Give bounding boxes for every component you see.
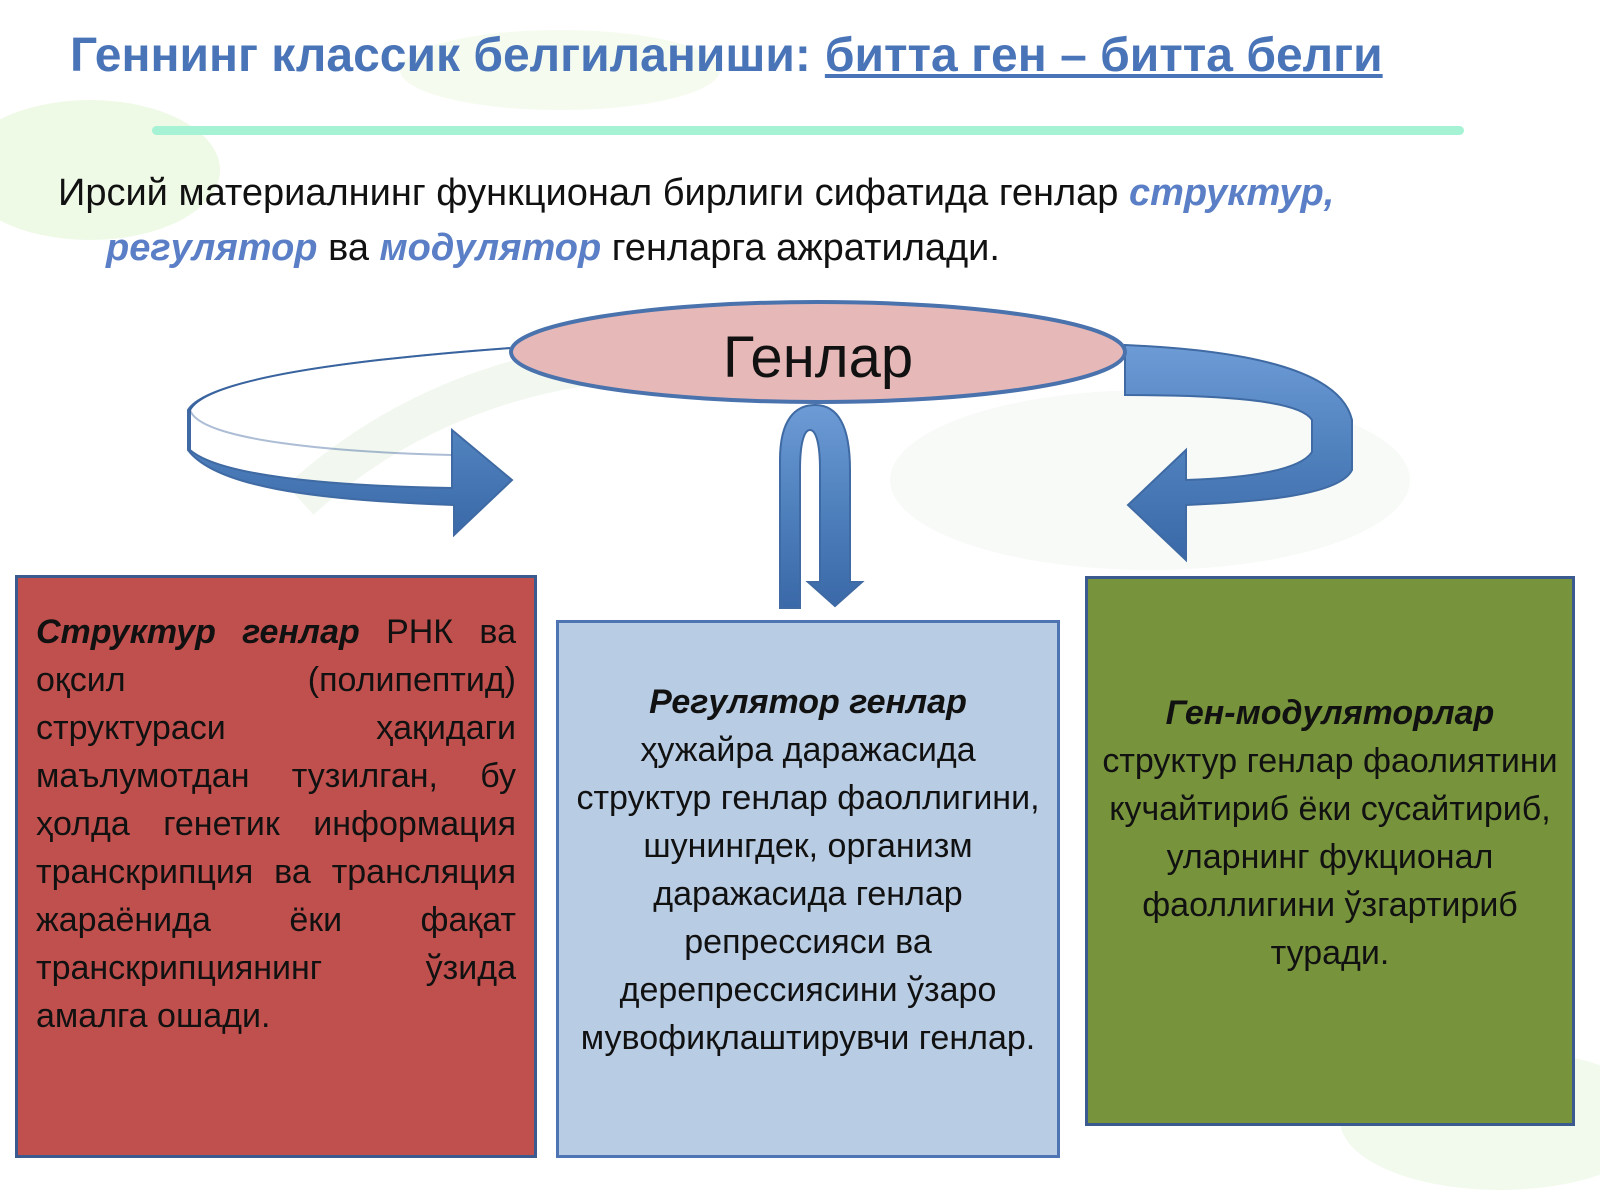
regulator-genes-text: ҳужайра даражасида структур генлар фаолл… (576, 731, 1040, 1057)
modulator-genes-text: структур генлар фаолиятини кучайтириб ёк… (1102, 742, 1558, 972)
genes-ellipse (509, 300, 1127, 404)
intro-keyword-regulator: регулятор (106, 227, 318, 269)
regulator-genes-term: Регулятор генлар (649, 683, 967, 721)
intro-keyword-modulator: модулятор (379, 227, 602, 269)
structural-genes-text: РНК ва оқсил (полипептид) структураси ҳа… (36, 613, 517, 1035)
center-vertical-arrow (779, 403, 865, 609)
title-underlined: битта ген – битта белги (824, 29, 1383, 82)
modulator-genes-term: Ген-модуляторлар (1165, 694, 1495, 732)
left-curved-arrow (187, 347, 514, 538)
title-main: Геннинг классик белгиланиши: (70, 29, 811, 82)
genes-ellipse-label: Генлар (723, 325, 913, 390)
intro-text-mid: ва (328, 227, 369, 269)
intro-text-before: Ирсий материалнинг функционал бирлиги си… (58, 172, 1119, 214)
regulator-genes-box: Регулятор генлар ҳужайра даражасида стру… (556, 620, 1060, 1158)
title-divider (152, 126, 1464, 135)
intro-paragraph: Ирсий материалнинг функционал бирлиги си… (58, 166, 1558, 276)
structural-genes-term: Структур генлар (36, 613, 360, 651)
intro-line-2: регулятор ва модулятор генларга ажратила… (58, 221, 1558, 276)
intro-text-after: генларга ажратилади. (611, 227, 1000, 269)
intro-keyword-structural: структур, (1129, 172, 1335, 214)
modulator-genes-box: Ген-модуляторлар структур генлар фаолият… (1085, 576, 1575, 1126)
page-title: Геннинг классик белгиланиши:битта ген – … (70, 28, 1550, 83)
structural-genes-box: Структур генлар РНК ва оқсил (полипептид… (15, 575, 537, 1158)
right-curved-arrow (1124, 343, 1353, 563)
